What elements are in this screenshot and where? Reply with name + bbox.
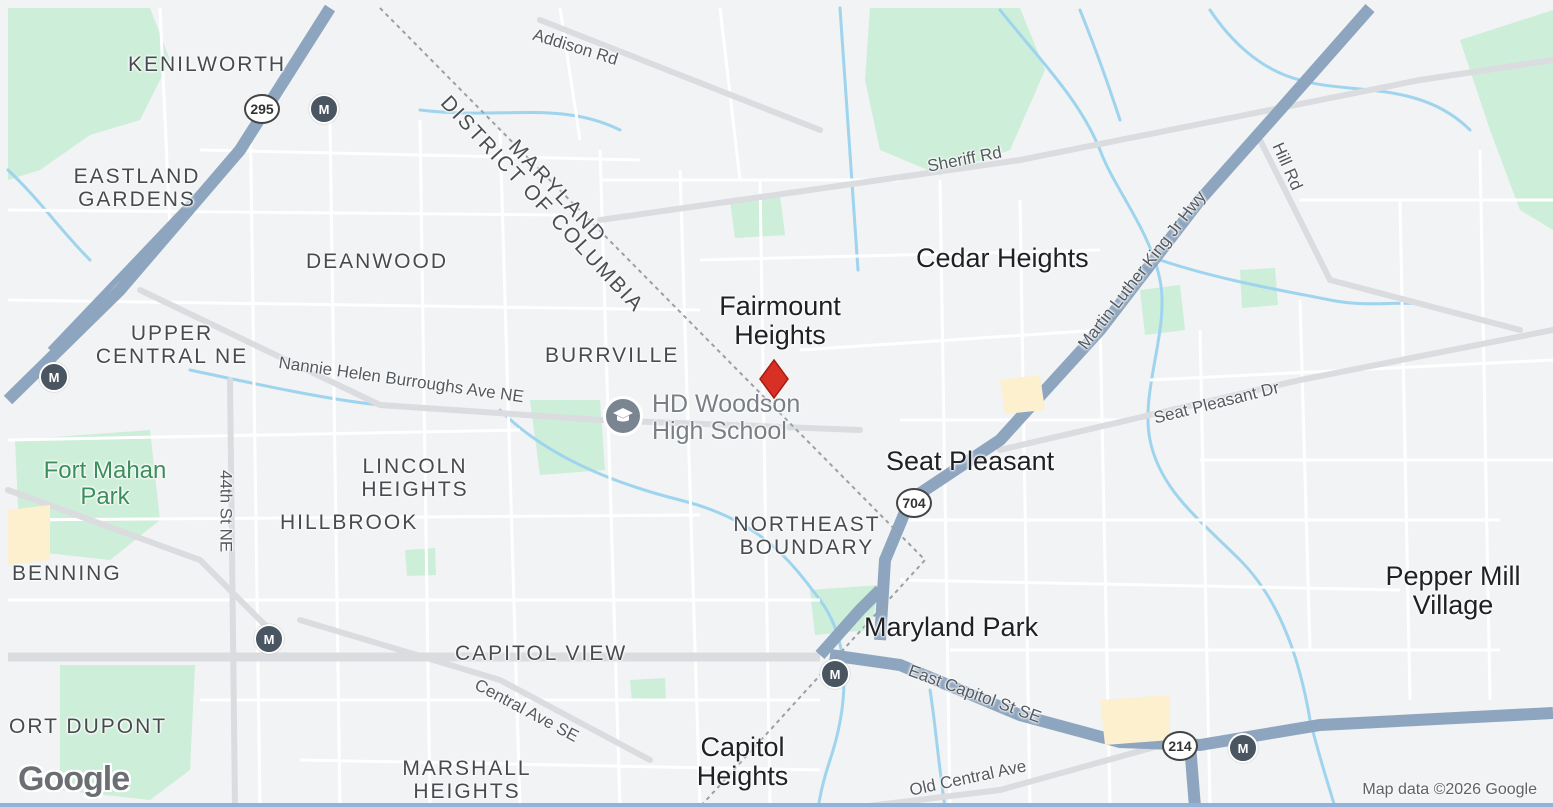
school-icon[interactable]	[603, 396, 643, 436]
metro-station-icon[interactable]: M	[820, 659, 850, 689]
google-logo[interactable]: Google	[18, 760, 130, 798]
place-label-pepper-mill-village: Pepper Mill Village	[1385, 561, 1521, 621]
location-pin-icon[interactable]	[758, 358, 790, 407]
neighborhood-label-lincoln-heights: LINCOLN HEIGHTS	[361, 455, 469, 501]
road-hill	[1257, 137, 1523, 333]
stream-2	[188, 368, 382, 407]
stream-7	[1158, 258, 1432, 307]
neighborhood-label-ort-dupont: ORT DUPONT	[9, 715, 168, 738]
highway-295	[3, 4, 336, 405]
highway-mlk-704	[874, 4, 1375, 641]
park-north	[865, 8, 1045, 175]
highway-295-ramp	[47, 137, 253, 353]
stream-10	[1078, 8, 1122, 122]
park-fort-mahan	[15, 430, 160, 560]
street-label-44th-st-ne: 44th St NE	[216, 470, 236, 553]
park-label-fort-mahan: Fort Mahan Park	[43, 457, 167, 510]
neighborhood-label-capitol-view: CAPITOL VIEW	[455, 642, 628, 665]
arterial-roads	[5, 17, 1553, 807]
metro-station-icon[interactable]: M	[39, 362, 69, 392]
neighborhood-label-marshall-heights: MARSHALL HEIGHTS	[402, 757, 532, 803]
metro-station-icon[interactable]: M	[1228, 733, 1258, 763]
stream-1	[6, 168, 92, 262]
neighborhood-label-upper-central-ne: UPPER CENTRAL NE	[95, 322, 249, 368]
route-shield-295: 295	[244, 94, 280, 124]
neighborhood-label-northeast-boundary: NORTHEAST BOUNDARY	[733, 513, 881, 559]
route-shield-214: 214	[1162, 731, 1198, 761]
stream-9	[928, 688, 947, 807]
place-label-fairmount-heights: Fairmount Heights	[719, 291, 841, 351]
park-fort-dupont	[60, 665, 195, 800]
place-label-seat-pleasant: Seat Pleasant	[886, 446, 1055, 476]
road-nannie-helen	[137, 287, 863, 433]
place-label-maryland-park: Maryland Park	[864, 612, 1039, 642]
road-seat-pleasant-dr	[997, 327, 1553, 453]
park-kenilworth	[8, 8, 170, 180]
park-small-4	[810, 585, 880, 635]
metro-station-icon[interactable]: M	[309, 94, 339, 124]
commercial-areas	[8, 375, 1170, 745]
place-label-capitol-heights: Capitol Heights	[696, 732, 789, 792]
road-old-central	[857, 737, 1183, 807]
highway-connector	[815, 585, 885, 659]
bottom-frame-line	[0, 803, 1553, 807]
park-small-3	[1240, 268, 1278, 308]
road-benning	[5, 487, 273, 633]
streams	[6, 6, 1472, 807]
neighborhood-label-eastland-gardens: EASTLAND GARDENS	[73, 165, 201, 211]
map-attribution: Map data ©2026 Google	[1362, 781, 1537, 798]
road-central-ave	[297, 617, 653, 763]
stream-5	[998, 8, 1337, 807]
stream-3	[498, 408, 846, 807]
route-shield-704: 704	[896, 488, 932, 518]
metro-station-icon[interactable]: M	[254, 624, 284, 654]
park-small-6	[630, 678, 666, 702]
road-addison	[537, 17, 823, 133]
park-small-1	[730, 195, 785, 238]
neighborhood-label-hillbrook: HILLBROOK	[280, 511, 419, 534]
poi-label-hd-woodson-high-school[interactable]: HD Woodson High School	[652, 390, 801, 445]
neighborhood-label-burrville: BURRVILLE	[545, 344, 680, 367]
dc-maryland-border	[379, 7, 927, 807]
stream-8	[838, 6, 860, 272]
stream-4	[418, 108, 622, 132]
road-sheriff	[597, 57, 1553, 223]
neighborhood-label-benning: BENNING	[12, 562, 122, 585]
place-label-cedar-heights: Cedar Heights	[916, 243, 1089, 273]
park-small-5	[405, 548, 436, 576]
neighborhood-label-deanwood: DEANWOOD	[306, 250, 448, 273]
park-woodson	[530, 400, 605, 475]
neighborhood-label-kenilworth: KENILWORTH	[128, 53, 287, 76]
